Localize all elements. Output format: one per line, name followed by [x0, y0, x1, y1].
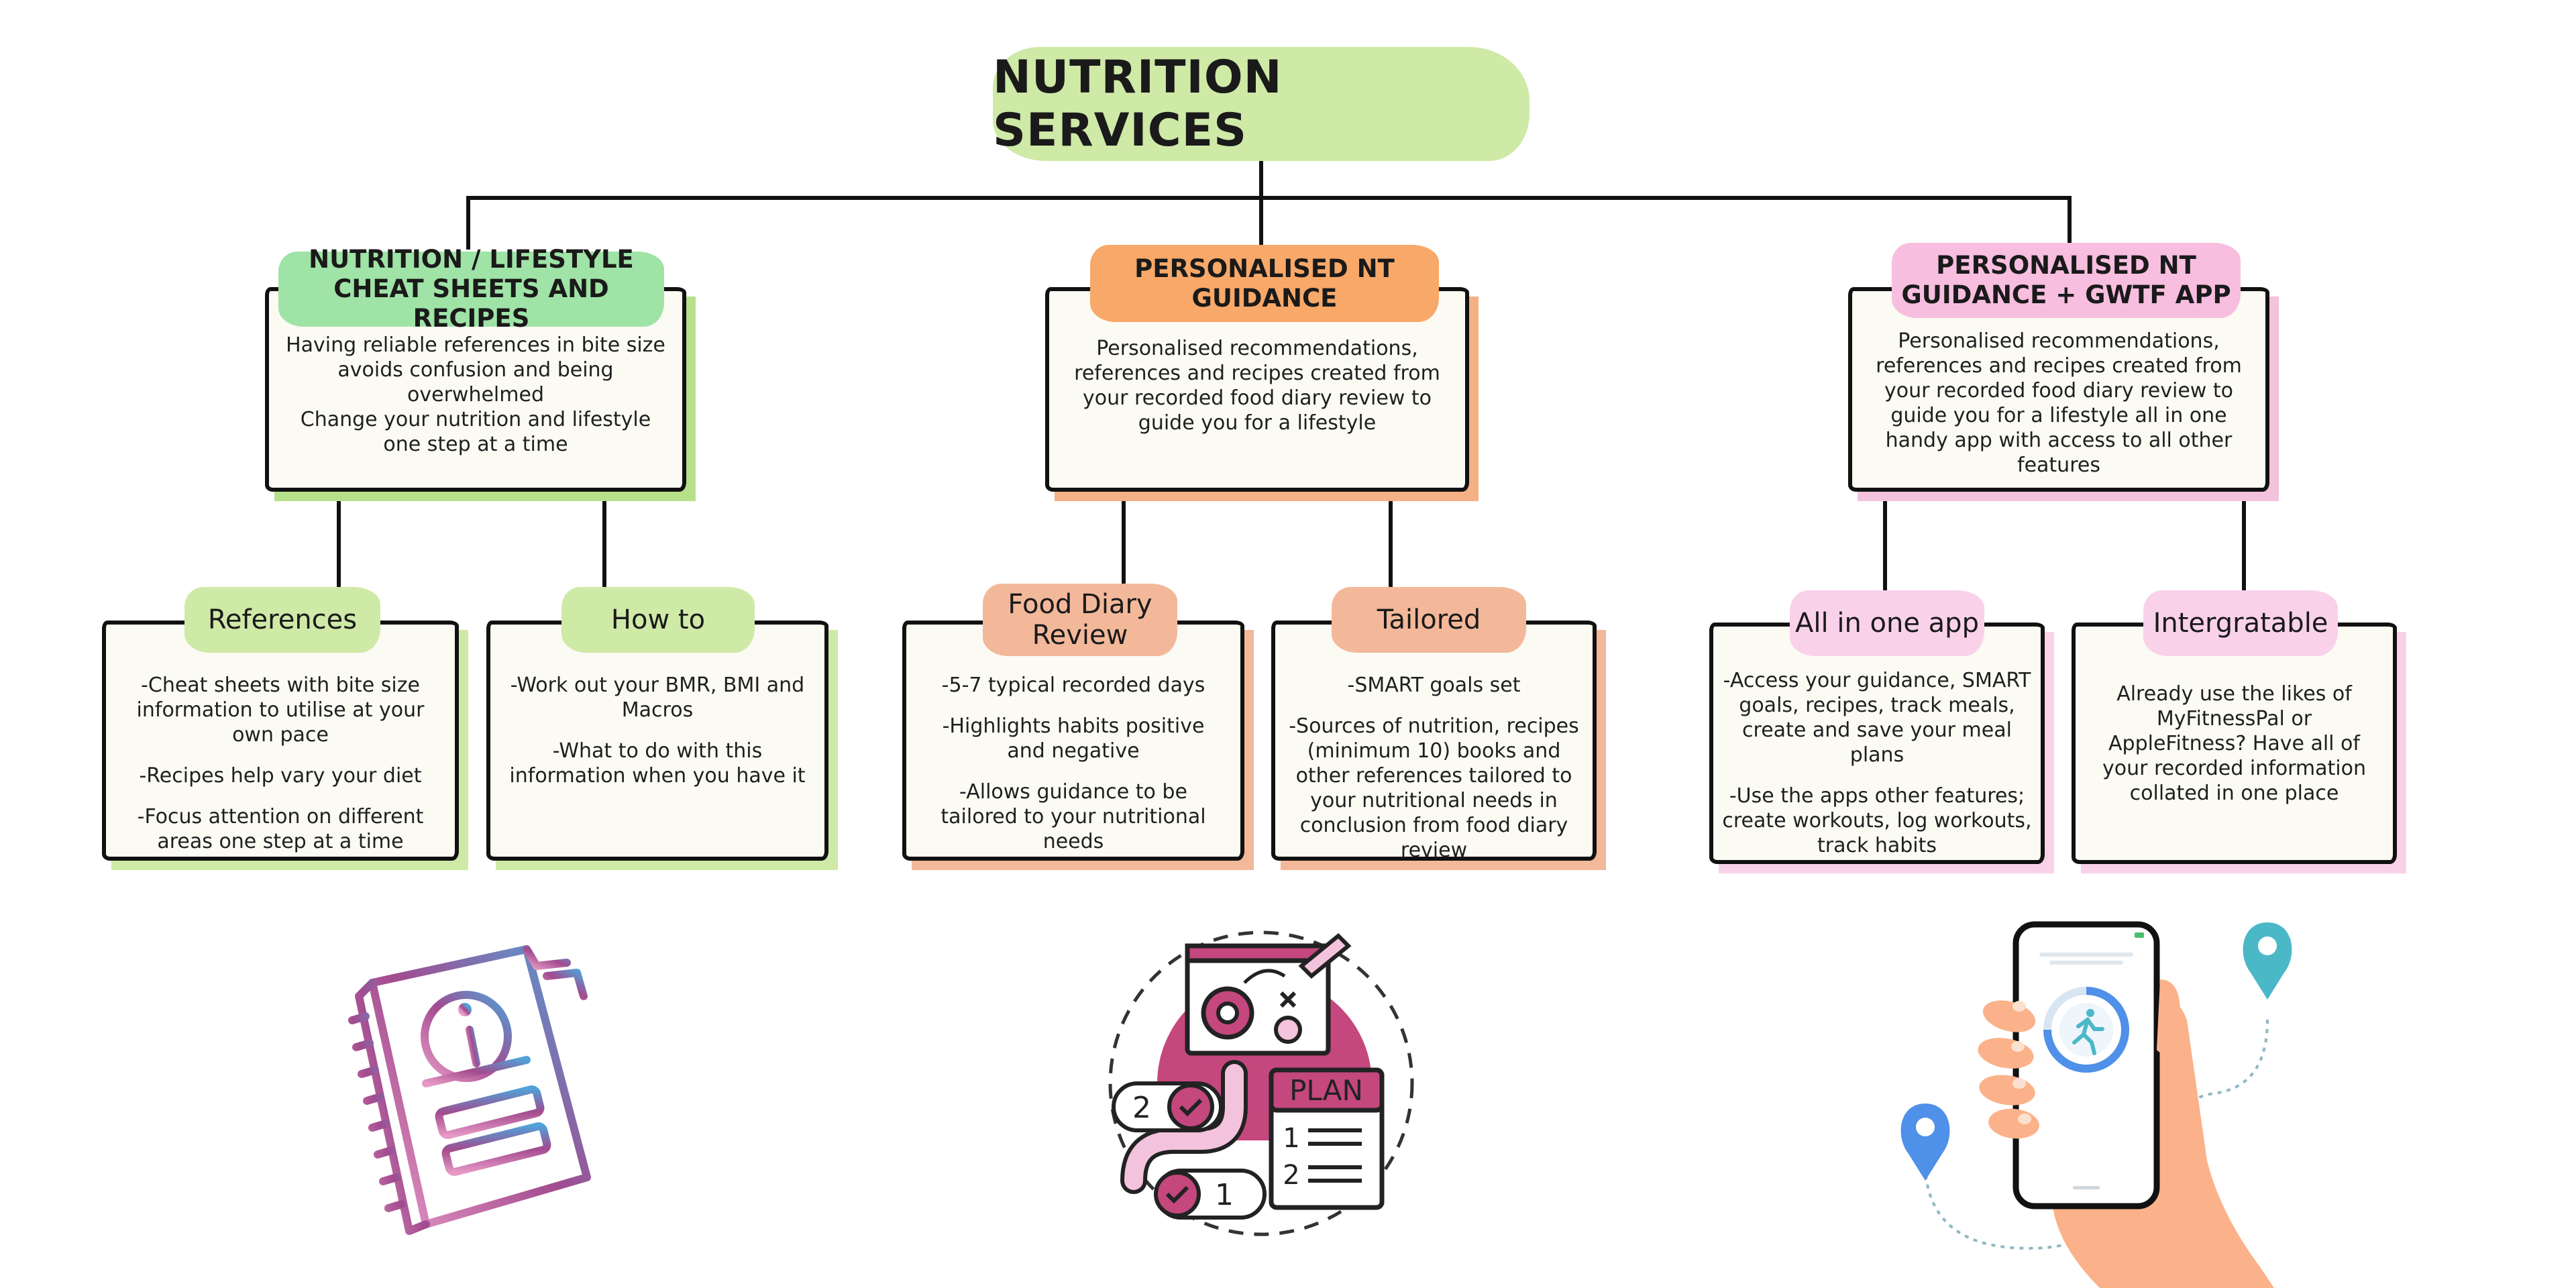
connector-center-down: [1259, 196, 1263, 250]
connector-r1: [1883, 496, 1887, 590]
connector-c2: [1389, 496, 1393, 587]
detail-point: -Focus attention on different areas one …: [137, 805, 424, 853]
detail-point: -Use the apps other features; create wor…: [1722, 784, 2032, 857]
detail-label-references: References: [184, 587, 380, 653]
detail-point: -Highlights habits positive and negative: [942, 714, 1205, 763]
detail-points: -5-7 typical recorded days -Highlights h…: [922, 673, 1224, 870]
detail-card-all-in-one-app: -Access your guidance, SMART goals, reci…: [1709, 623, 2054, 873]
detail-points: -SMART goals set -Sources of nutrition, …: [1285, 673, 1583, 879]
detail-card-how-to: -Work out your BMR, BMI and Macros -What…: [486, 621, 838, 870]
connector-title-down: [1259, 158, 1263, 198]
service-description: Having reliable references in bite size …: [286, 333, 665, 456]
detail-card-references: -Cheat sheets with bite size information…: [102, 621, 468, 870]
detail-card-food-diary-review: -5-7 typical recorded days -Highlights h…: [902, 621, 1254, 870]
service-heading-cheat-sheets: NUTRITION / LIFESTYLE CHEAT SHEETS AND R…: [278, 245, 664, 333]
detail-label-all-in-one-app: All in one app: [1790, 590, 1984, 656]
plan-label: PLAN: [1289, 1074, 1363, 1107]
detail-point: -5-7 typical recorded days: [941, 674, 1205, 697]
detail-card-tailored: -SMART goals set -Sources of nutrition, …: [1271, 621, 1606, 870]
plan-step-number: 2: [1283, 1160, 1299, 1191]
detail-label-tailored: Tailored: [1332, 587, 1526, 653]
info-book-icon: [348, 945, 591, 1235]
card-box: [486, 621, 828, 861]
connector-right-down: [2068, 196, 2072, 250]
detail-label-food-diary-review: Food Diary Review: [983, 584, 1177, 656]
detail-point: -What to do with this information when y…: [509, 739, 806, 788]
service-description: Personalised recommendations, references…: [1074, 337, 1440, 435]
connector-l2: [602, 496, 606, 587]
detail-point: -Allows guidance to be tailored to your …: [941, 780, 1206, 853]
connector-c1: [1122, 496, 1126, 587]
detail-point: -Cheat sheets with bite size information…: [136, 674, 425, 747]
strategy-plan-icon: PLAN 1 2 2 1: [1108, 930, 1414, 1236]
card-box: [1848, 287, 2269, 492]
connector-left-down: [466, 196, 470, 250]
detail-point: -SMART goals set: [1347, 674, 1521, 697]
service-heading-nt-guidance: PERSONALISED NT GUIDANCE: [1090, 245, 1439, 322]
connector-r2: [2242, 496, 2246, 590]
detail-label-intergratable: Intergratable: [2143, 590, 2338, 656]
plan-step-number: 1: [1283, 1123, 1299, 1154]
service-heading-gwtf-app: PERSONALISED NT GUIDANCE + GWTF APP: [1892, 243, 2241, 318]
plan-badge-number: 2: [1132, 1091, 1151, 1125]
detail-points: -Cheat sheets with bite size information…: [122, 673, 439, 870]
detail-point: Already use the likes of MyFitnessPal or…: [2102, 682, 2366, 805]
service-card-gwtf-app: Personalised recommendations, references…: [1848, 287, 2279, 501]
plan-badge-number: 1: [1215, 1178, 1234, 1212]
detail-point: -Recipes help vary your diet: [139, 764, 422, 788]
detail-label-how-to: How to: [561, 587, 755, 653]
page-title: NUTRITION SERVICES: [993, 51, 1283, 157]
fitness-phone-icon: [1900, 921, 2292, 1288]
detail-point: -Work out your BMR, BMI and Macros: [510, 674, 805, 722]
detail-card-intergratable: Already use the likes of MyFitnessPal or…: [2072, 623, 2406, 873]
detail-points: Already use the likes of MyFitnessPal or…: [2098, 682, 2370, 822]
service-description: Personalised recommendations, references…: [1876, 329, 2242, 477]
detail-points: -Work out your BMR, BMI and Macros -What…: [506, 673, 808, 804]
connector-horizontal: [466, 196, 2072, 200]
card-box: [102, 621, 459, 861]
connector-l1: [337, 496, 341, 587]
detail-point: -Sources of nutrition, recipes (minimum …: [1289, 714, 1579, 862]
card-box: [1709, 623, 2045, 864]
detail-point: -Access your guidance, SMART goals, reci…: [1723, 669, 2031, 767]
title-banner: NUTRITION SERVICES: [993, 47, 1529, 161]
detail-points: -Access your guidance, SMART goals, reci…: [1721, 668, 2033, 874]
